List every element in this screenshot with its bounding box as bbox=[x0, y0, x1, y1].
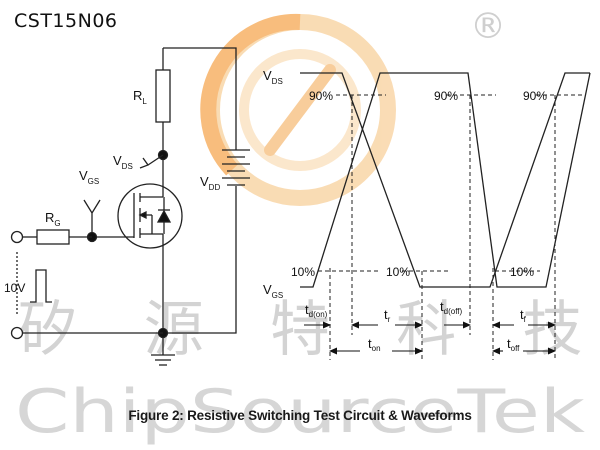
part-number: CST15N06 bbox=[14, 10, 118, 32]
waveform-labels: VDS VGS 90% 90% 90% 10% 10% 10% td(on) t… bbox=[263, 68, 547, 353]
td-off-label: td(off) bbox=[440, 299, 462, 316]
figure-caption: Figure 2: Resistive Switching Test Circu… bbox=[128, 408, 472, 423]
pct10-label-3: 10% bbox=[510, 265, 534, 279]
pct10-label-1: 10% bbox=[291, 265, 315, 279]
vds-waveform bbox=[300, 72, 590, 288]
pulse-amplitude-label: 10V bbox=[4, 281, 25, 295]
vdd-label: VDD bbox=[200, 174, 220, 192]
gate-resistor-icon bbox=[36, 229, 70, 245]
watermark-chinese: 矽源特科技 bbox=[18, 295, 583, 365]
watermark-english: ChipSourceTek bbox=[15, 377, 585, 447]
pct90-label-1: 90% bbox=[309, 89, 333, 103]
vds-probe-label: VDS bbox=[113, 153, 133, 171]
rl-label: RL bbox=[133, 88, 147, 106]
input-terminal-bottom bbox=[10, 326, 24, 340]
load-resistor-icon bbox=[155, 69, 171, 123]
registered-mark: ® bbox=[470, 6, 506, 47]
watermark-logo-icon bbox=[200, 13, 396, 206]
input-pulse-icon bbox=[30, 269, 52, 303]
vgs-probe-label: VGS bbox=[79, 168, 99, 186]
vds-axis-label: VDS bbox=[263, 68, 283, 86]
ton-label: ton bbox=[368, 336, 381, 353]
toff-label: toff bbox=[507, 336, 520, 353]
pct10-label-2: 10% bbox=[386, 265, 410, 279]
vgs-axis-label: VGS bbox=[263, 282, 283, 300]
switching-waveforms bbox=[300, 72, 591, 360]
timing-arrows bbox=[304, 321, 556, 355]
tr-label: tr bbox=[384, 307, 391, 324]
pct90-label-2: 90% bbox=[434, 89, 458, 103]
input-terminal-top bbox=[10, 230, 24, 244]
rg-label: RG bbox=[45, 210, 61, 228]
pct90-label-3: 90% bbox=[523, 89, 547, 103]
vgs-waveform bbox=[300, 72, 591, 288]
test-circuit bbox=[10, 47, 250, 366]
circuit-labels: RL VDS VGS RG VDD 10V bbox=[4, 88, 220, 295]
td-on-label: td(on) bbox=[305, 302, 328, 319]
mosfet-icon bbox=[117, 159, 183, 252]
ground-icon bbox=[151, 354, 175, 366]
vdd-battery-icon bbox=[222, 149, 250, 186]
watermark: 矽源特科技 ChipSourceTek ® bbox=[15, 6, 585, 447]
tf-label: tf bbox=[520, 307, 527, 324]
